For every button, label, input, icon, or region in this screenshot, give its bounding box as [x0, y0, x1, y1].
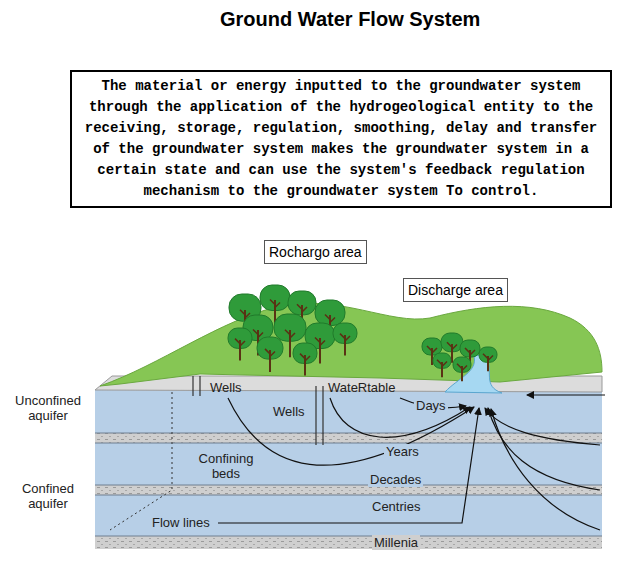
tree-branch [437, 360, 447, 367]
tree-crown [433, 353, 451, 368]
aquifer-band [95, 495, 602, 536]
tree-branch [325, 315, 335, 323]
diagram-label: WateRtable [326, 380, 397, 395]
description-box: The material or energy inputted to the g… [70, 70, 612, 208]
diagram-label: Years [384, 444, 421, 459]
area-box: Rochargo area [264, 240, 367, 264]
tree-crown [274, 314, 306, 341]
tree-crown [228, 328, 252, 348]
tree-crown [260, 285, 290, 311]
flow-lines [218, 395, 605, 530]
diagram-label: Unconfined aquifer [0, 393, 96, 423]
aquifer-band [95, 390, 602, 433]
diagram-label: Confining beds [188, 451, 264, 481]
diagram-label: Decades [368, 472, 423, 487]
tree-branch [285, 330, 295, 338]
tree-crown [293, 343, 317, 363]
tree-branch [340, 334, 350, 341]
tree-branch [253, 330, 263, 338]
tree-branch [265, 349, 275, 357]
tree-branch [483, 354, 493, 361]
area-box: Discharge area [403, 278, 508, 302]
tree-branch [465, 348, 475, 355]
tree-branch [300, 354, 310, 361]
dotted-boundary [110, 392, 172, 530]
tree-branch [457, 364, 467, 371]
box-text: Rochargo area [269, 244, 362, 260]
tree-crown [315, 300, 345, 326]
diagram-label: Centries [370, 499, 422, 514]
tree-crown [422, 338, 442, 355]
box-text: Discharge area [408, 282, 503, 298]
diagram-label: Flow lines [150, 515, 212, 530]
diagram-title: Ground Water Flow System [220, 8, 480, 31]
tree-branch [297, 304, 307, 312]
diagram-label: Wells [208, 380, 244, 395]
diagram-label: Wells [271, 404, 307, 419]
confining-bed [95, 536, 602, 549]
tree-crown [453, 357, 471, 372]
tree-branch [270, 300, 280, 308]
box-text: The material or energy inputted to the g… [78, 76, 604, 202]
tree-branch [427, 346, 437, 353]
diagram-label: Millenia [372, 535, 420, 550]
diagram-label: Confined aquifer [6, 481, 90, 511]
tree-branch [447, 342, 457, 349]
tree-crown [460, 340, 480, 357]
tree-crown [288, 291, 316, 315]
confining-bed [95, 485, 602, 495]
tree-crown [479, 347, 497, 362]
tree-crown [257, 337, 283, 359]
tree-branch [235, 339, 245, 346]
layer-lines [95, 433, 602, 536]
green-hill [100, 303, 602, 386]
tree-crown [333, 323, 357, 343]
well-symbol [193, 376, 323, 445]
diagram-label: Days [414, 398, 448, 413]
tree-branch [315, 338, 325, 346]
confining-bed [95, 433, 602, 443]
